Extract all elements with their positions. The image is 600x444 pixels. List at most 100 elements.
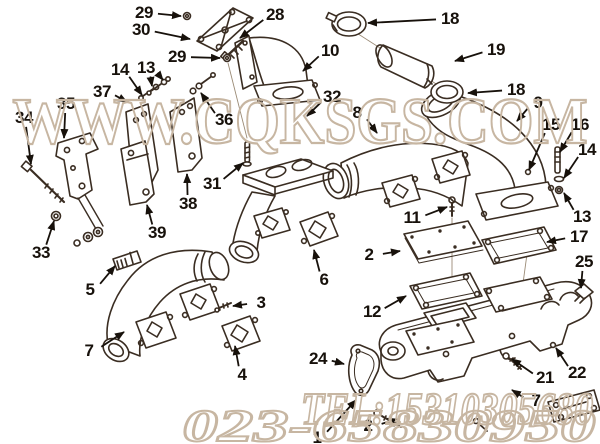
callout-label-34: 34 xyxy=(15,108,33,127)
part-link-straps xyxy=(73,194,104,247)
part-fitting-5 xyxy=(112,250,142,271)
part-cover-plate-lower xyxy=(405,318,475,356)
callout-arrow-10 xyxy=(302,55,320,72)
callout-label-10: 10 xyxy=(321,41,339,60)
callout-label-39: 39 xyxy=(148,223,166,242)
callout-arrow-18 xyxy=(467,88,503,97)
callout-label-5: 5 xyxy=(85,280,95,299)
callout-label-17: 17 xyxy=(570,227,588,246)
callout-arrow-7 xyxy=(511,389,524,399)
callout-arrow-4 xyxy=(232,345,241,367)
watermark-site-text: WWW.CQKSGS.COM xyxy=(13,85,588,158)
part-gasket-24 xyxy=(347,344,381,396)
callout-arrow-28 xyxy=(239,19,264,39)
callout-label-35: 35 xyxy=(57,94,75,113)
callout-arrow-19 xyxy=(454,51,483,63)
callout-arrow-22 xyxy=(555,347,569,367)
callout-label-8: 8 xyxy=(352,103,362,122)
callout-label-3: 3 xyxy=(256,293,266,312)
callout-label-15: 15 xyxy=(542,115,560,134)
part-bracket-35 xyxy=(55,132,99,200)
part-screw-11 xyxy=(448,196,456,217)
callout-label-11: 11 xyxy=(403,208,421,227)
callout-arrow-6 xyxy=(312,249,321,272)
callout-arrow-13 xyxy=(146,76,155,87)
callout-label-33: 33 xyxy=(32,243,50,262)
callout-arrow-29 xyxy=(157,11,182,20)
callout-label-31: 31 xyxy=(203,174,221,193)
part-gasket-12 xyxy=(409,272,483,310)
callout-arrow-14 xyxy=(128,76,143,96)
callout-arrow-15 xyxy=(528,132,546,171)
callout-label-1: 1 xyxy=(312,428,322,444)
part-bolt-36 xyxy=(189,72,217,95)
part-manifold-front-section xyxy=(102,249,230,363)
callout-label-36: 36 xyxy=(215,110,233,129)
part-bolt-21 xyxy=(502,352,522,370)
part-stud-washer-nut-cluster xyxy=(524,146,565,195)
callout-label-38: 38 xyxy=(179,194,197,213)
part-bolt-bottom xyxy=(373,409,402,428)
part-gasket-6 xyxy=(299,211,339,247)
part-bracket-37 xyxy=(125,103,159,187)
callout-arrow-39 xyxy=(145,204,154,225)
callout-arrow-35 xyxy=(60,112,69,139)
callout-label-9: 9 xyxy=(533,93,543,112)
callout-label-7: 7 xyxy=(531,391,541,410)
callout-arrow-3 xyxy=(232,300,248,309)
part-manifold-center-section xyxy=(228,141,334,264)
callout-arrow-21 xyxy=(511,358,534,375)
callout-arrow-32 xyxy=(306,101,322,117)
callout-label-18: 18 xyxy=(507,80,525,99)
part-bolt-29-lower xyxy=(222,53,232,63)
callout-arrow-16 xyxy=(559,131,573,153)
callout-arrow-11 xyxy=(425,206,448,217)
part-manifold-mid-pipe xyxy=(322,142,471,208)
callout-label-13: 13 xyxy=(137,58,155,77)
callout-arrow-8 xyxy=(366,118,378,134)
callout-arrow-36 xyxy=(200,92,216,114)
callout-label-14: 14 xyxy=(578,140,596,159)
part-bolt-22 xyxy=(549,341,557,349)
part-exhaust-elbow-10 xyxy=(234,35,321,107)
callout-label-7: 7 xyxy=(84,341,94,360)
callout-arrow-2 xyxy=(382,248,401,257)
callout-arrow-31 xyxy=(223,162,244,180)
callout-label-25: 25 xyxy=(575,252,593,271)
callout-arrow-12 xyxy=(384,295,407,309)
callout-label-2: 2 xyxy=(363,416,373,435)
callout-label-21: 21 xyxy=(536,368,554,387)
callout-arrow-30 xyxy=(154,30,191,42)
part-stud-3 xyxy=(214,302,232,313)
callout-arrow-9 xyxy=(516,108,529,122)
callout-label-37: 37 xyxy=(93,82,111,101)
part-fitting-25 xyxy=(574,283,594,304)
callout-label-16: 16 xyxy=(571,115,589,134)
callout-label-22: 22 xyxy=(568,363,586,382)
callout-arrow-13 xyxy=(563,192,575,211)
part-nut-33 xyxy=(50,210,62,222)
callout-arrow-7 xyxy=(100,331,125,348)
callout-label-19: 19 xyxy=(487,40,505,59)
part-bolt-29-upper xyxy=(182,11,192,21)
callout-arrow-25 xyxy=(577,270,586,289)
callout-label-18: 18 xyxy=(441,9,459,28)
part-bracket-38 xyxy=(169,97,203,173)
watermark-phone-text: 023-65830950 xyxy=(183,400,596,444)
part-gasket-30 xyxy=(196,7,254,52)
callout-label-4: 4 xyxy=(237,365,247,384)
part-clamp-18-upper xyxy=(325,11,367,37)
callout-arrow-24 xyxy=(331,357,345,366)
callout-arrow-17 xyxy=(546,236,566,245)
callout-label-29: 29 xyxy=(135,3,153,22)
callout-label-13: 13 xyxy=(573,207,591,226)
part-bracket-39 xyxy=(120,140,155,206)
part-stud-28 xyxy=(219,39,245,62)
part-gasket-17 xyxy=(481,226,557,265)
part-mount-plate xyxy=(547,389,600,423)
part-bolt-34 xyxy=(20,160,66,204)
